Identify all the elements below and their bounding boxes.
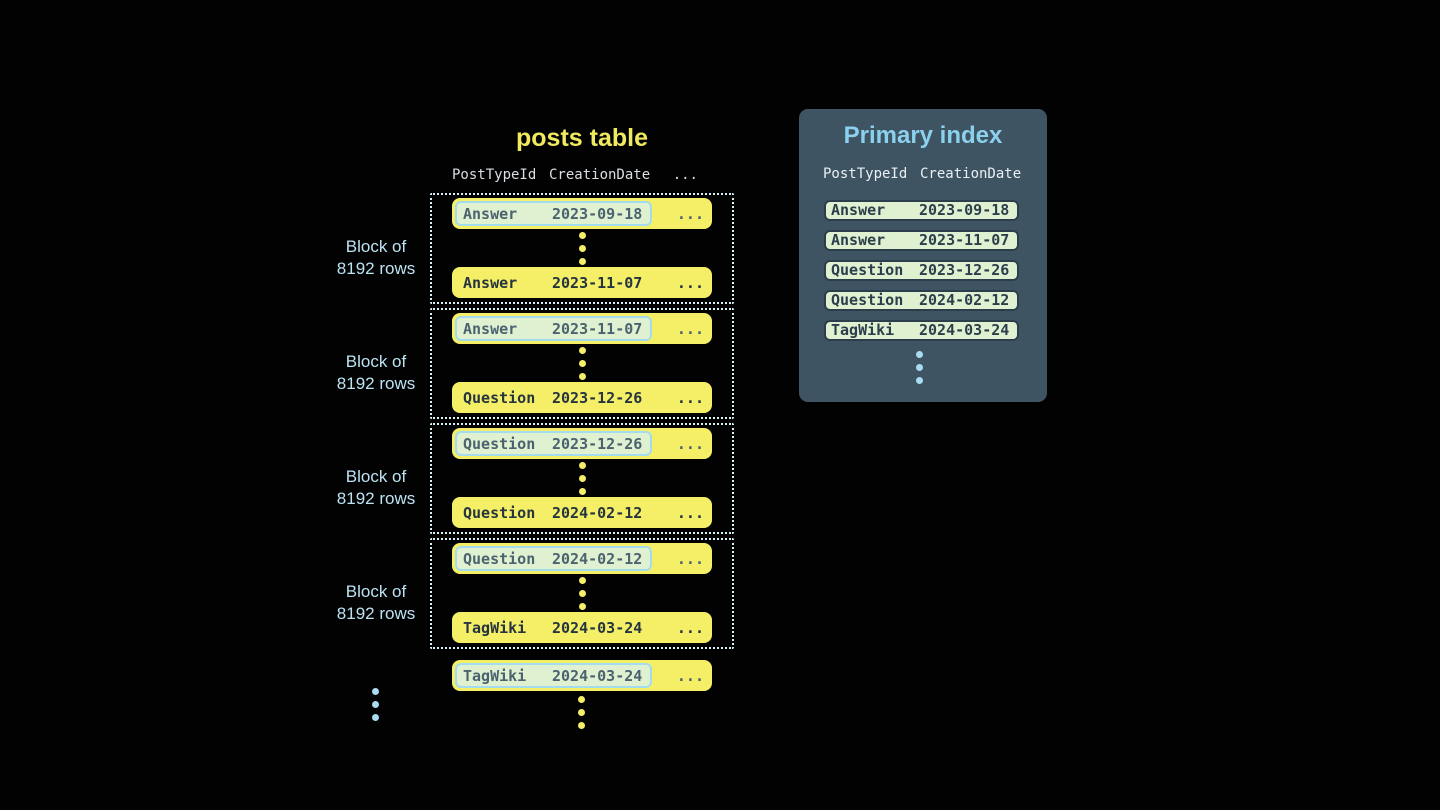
primary-index-header-creationdate: CreationDate	[920, 166, 1022, 182]
block-label-line2: 8192 rows	[336, 374, 416, 393]
posts-table-blocks: Answer 2023-09-18 ... Answer 2023-11-07 …	[430, 193, 734, 653]
block-label-line1: Block of	[345, 582, 407, 601]
block-label-3: Block of 8192 rows	[324, 466, 428, 510]
row-block-2: Answer 2023-11-07 ... Question 2023-12-2…	[430, 308, 734, 419]
row-posttypeid: Answer	[463, 204, 518, 223]
row-creationdate: 2023-09-18	[552, 204, 643, 223]
entry-posttypeid: Answer	[831, 231, 886, 249]
block-label-line2: 8192 rows	[336, 604, 416, 623]
primary-index-title: Primary index	[843, 122, 1003, 149]
entry-creationdate: 2023-09-18	[919, 201, 1010, 219]
entry-posttypeid: TagWiki	[831, 321, 895, 339]
row-block-4: Question 2024-02-12 ... TagWiki 2024-03-…	[430, 538, 734, 649]
vertical-ellipsis-icon	[824, 351, 1015, 384]
row-posttypeid: Question	[463, 503, 536, 522]
block-first-row: Question 2023-12-26 ...	[452, 428, 712, 459]
entry-posttypeid: Question	[831, 291, 904, 309]
block-first-row: Answer 2023-09-18 ...	[452, 198, 712, 229]
vertical-ellipsis-icon	[578, 346, 586, 380]
row-creationdate: 2023-11-07	[552, 319, 643, 338]
posts-table-header-posttypeid: PostTypeId	[452, 167, 537, 183]
indexed-row-highlight: Question 2023-12-26	[455, 431, 653, 456]
block-last-row: Question 2023-12-26 ...	[452, 382, 712, 413]
row-more-columns: ...	[676, 319, 704, 338]
row-posttypeid: Question	[463, 549, 536, 568]
block-last-row: TagWiki 2024-03-24 ...	[452, 612, 712, 643]
block-last-row: Question 2024-02-12 ...	[452, 497, 712, 528]
row-creationdate: 2024-02-12	[552, 549, 643, 568]
row-creationdate: 2024-02-12	[552, 503, 643, 522]
row-block-3: Question 2023-12-26 ... Question 2024-02…	[430, 423, 734, 534]
primary-index-panel: Primary index PostTypeId CreationDate An…	[799, 109, 1047, 402]
row-posttypeid: TagWiki	[463, 618, 527, 637]
row-block-1: Answer 2023-09-18 ... Answer 2023-11-07 …	[430, 193, 734, 304]
posts-table-header-creationdate: CreationDate	[549, 167, 651, 183]
vertical-ellipsis-icon	[578, 696, 585, 729]
row-more-columns: ...	[676, 618, 704, 637]
primary-index-entries: Answer 2023-09-18 Answer 2023-11-07 Ques…	[824, 200, 1019, 384]
entry-posttypeid: Answer	[831, 201, 886, 219]
block-label-line1: Block of	[345, 237, 407, 256]
entry-creationdate: 2023-12-26	[919, 261, 1010, 279]
row-more-columns: ...	[676, 434, 704, 453]
row-more-columns: ...	[676, 666, 704, 685]
block-label-line1: Block of	[345, 352, 407, 371]
row-creationdate: 2023-12-26	[552, 388, 643, 407]
posts-table-title: posts table	[516, 124, 648, 152]
row-creationdate: 2024-03-24	[552, 618, 643, 637]
row-more-columns: ...	[676, 388, 704, 407]
primary-index-header-posttypeid: PostTypeId	[823, 166, 908, 182]
row-more-columns: ...	[676, 204, 704, 223]
indexed-row-highlight: Question 2024-02-12	[455, 546, 653, 571]
index-entry: Question 2023-12-26	[824, 260, 1019, 281]
posts-table-header-more-columns: ...	[672, 167, 698, 183]
vertical-ellipsis-icon	[578, 461, 586, 495]
block-label-line2: 8192 rows	[336, 259, 416, 278]
indexed-row-highlight: Answer 2023-11-07	[455, 316, 653, 341]
primary-index-header-row: PostTypeId CreationDate	[823, 166, 1047, 182]
block-label-4: Block of 8192 rows	[324, 581, 428, 625]
block-label-line2: 8192 rows	[336, 489, 416, 508]
row-more-columns: ...	[676, 273, 704, 292]
vertical-ellipsis-icon	[578, 576, 586, 610]
block-last-row: Answer 2023-11-07 ...	[452, 267, 712, 298]
row-posttypeid: Question	[463, 388, 536, 407]
block-label-line1: Block of	[345, 467, 407, 486]
next-block-first-row: TagWiki 2024-03-24 ...	[452, 660, 712, 691]
row-posttypeid: TagWiki	[463, 666, 527, 685]
row-posttypeid: Answer	[463, 319, 518, 338]
vertical-ellipsis-icon	[372, 688, 379, 721]
row-creationdate: 2023-12-26	[552, 434, 643, 453]
row-more-columns: ...	[676, 549, 704, 568]
row-creationdate: 2023-11-07	[552, 273, 643, 292]
index-entry: Question 2024-02-12	[824, 290, 1019, 311]
row-posttypeid: Answer	[463, 273, 518, 292]
index-entry: Answer 2023-09-18	[824, 200, 1019, 221]
block-first-row: Question 2024-02-12 ...	[452, 543, 712, 574]
block-label-2: Block of 8192 rows	[324, 351, 428, 395]
row-more-columns: ...	[676, 503, 704, 522]
row-creationdate: 2024-03-24	[552, 666, 643, 685]
row-posttypeid: Question	[463, 434, 536, 453]
entry-creationdate: 2023-11-07	[919, 231, 1010, 249]
posts-table-header-row: PostTypeId CreationDate ...	[452, 167, 712, 183]
entry-posttypeid: Question	[831, 261, 904, 279]
entry-creationdate: 2024-03-24	[919, 321, 1010, 339]
block-label-1: Block of 8192 rows	[324, 236, 428, 280]
entry-creationdate: 2024-02-12	[919, 291, 1010, 309]
block-first-row: Answer 2023-11-07 ...	[452, 313, 712, 344]
indexed-row-highlight: Answer 2023-09-18	[455, 201, 653, 226]
index-entry: TagWiki 2024-03-24	[824, 320, 1019, 341]
index-entry: Answer 2023-11-07	[824, 230, 1019, 251]
indexed-row-highlight: TagWiki 2024-03-24	[455, 663, 653, 688]
vertical-ellipsis-icon	[578, 231, 586, 265]
